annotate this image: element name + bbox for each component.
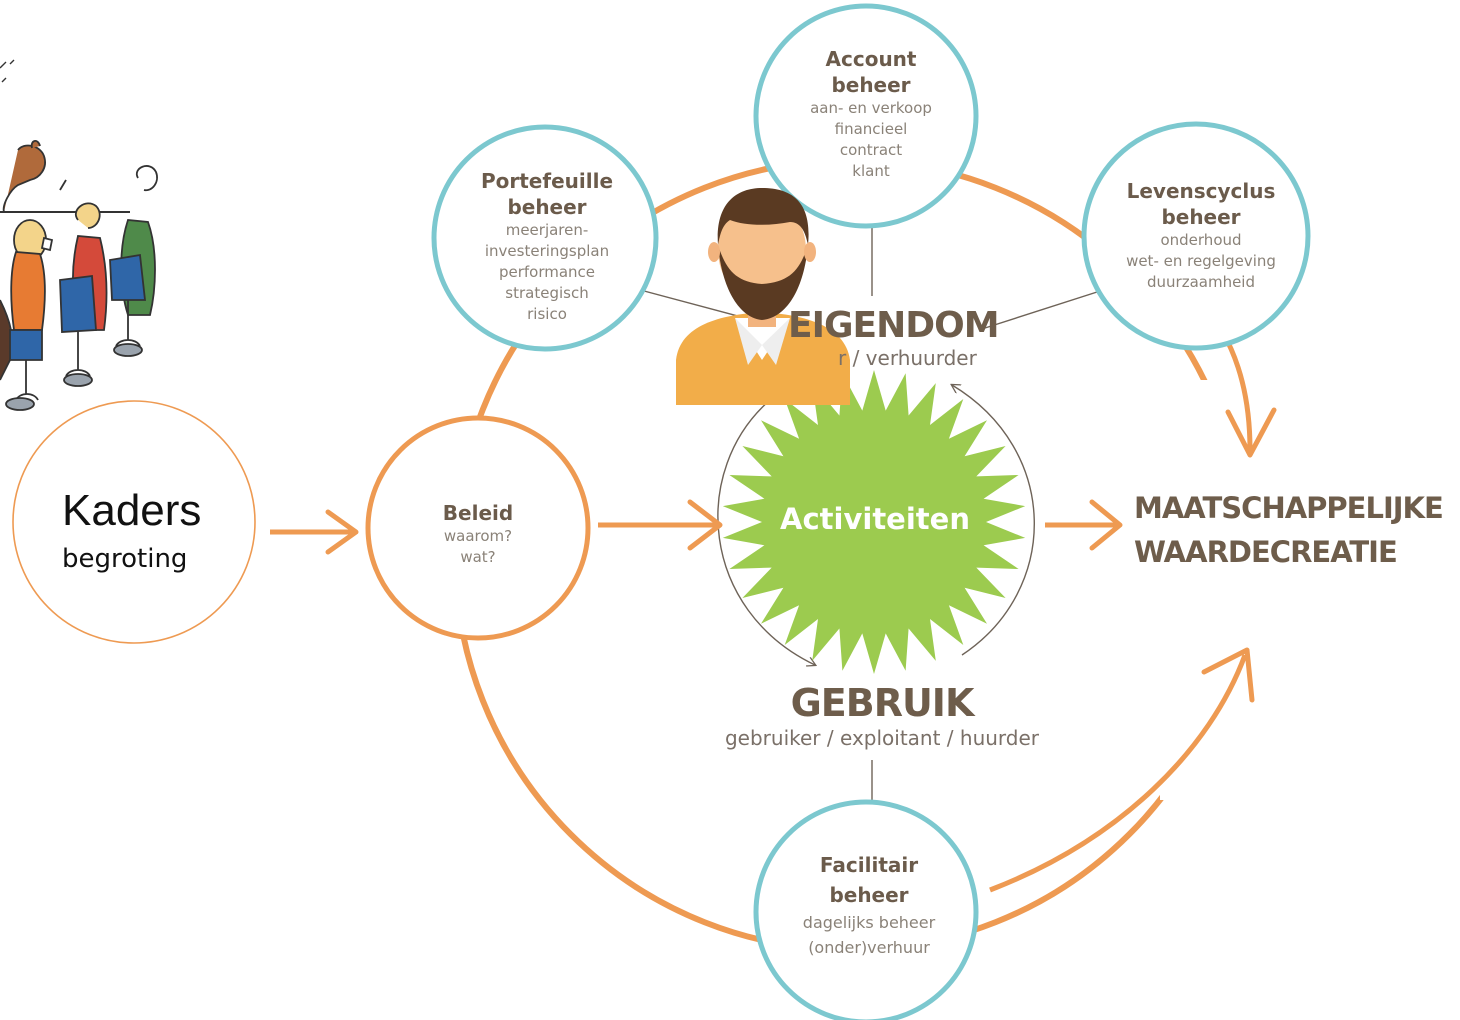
beleid-circle: [365, 415, 591, 641]
portefeuille-line-2: investeringsplan: [484, 242, 610, 260]
levenscyclus-line-3: duurzaamheid: [1147, 273, 1255, 291]
activiteiten-starburst: [722, 370, 1026, 674]
kaders-title: Kaders: [62, 486, 202, 535]
facilitair-line-1: dagelijks beheer: [802, 913, 936, 932]
portefeuille-line-5: risico: [527, 305, 567, 323]
person-icon: [676, 188, 850, 405]
portefeuille-line-3: performance: [498, 263, 596, 281]
facilitair-label: Facilitair beheer dagelijks beheer (onde…: [781, 850, 957, 960]
account-line-3: contract: [839, 141, 903, 159]
arrow-ring-top-outcome-head: [1225, 407, 1277, 458]
cycle-arrow-left: [717, 399, 815, 665]
gebruik-subtitle: gebruiker / exploitant / huurder: [724, 726, 1040, 750]
portefeuille-title-1: Portefeuille: [480, 169, 614, 193]
portefeuille-line-4: strategisch: [505, 284, 589, 302]
kaders-subtitle: begroting: [62, 544, 188, 574]
arrow-ring-bottom-outcome-head: [1201, 647, 1255, 703]
beleid-line-2: wat?: [460, 548, 496, 566]
arrow-beleid-activiteiten-head: [687, 499, 723, 551]
portefeuille-line-1: meerjaren-: [505, 221, 589, 239]
account-label: Account beheer aan- en verkoop financiee…: [786, 46, 956, 182]
meeting-cartoon: [0, 59, 158, 411]
levenscyclus-circle: [1081, 121, 1311, 351]
kaders-circle: [12, 400, 256, 644]
levenscyclus-title-1: Levenscyclus: [1126, 179, 1276, 203]
portefeuille-title-2: beheer: [507, 195, 587, 219]
facilitair-title-1: Facilitair: [819, 853, 919, 877]
account-circle: [753, 3, 979, 229]
eigendom-subtitle: r / verhuurder: [838, 346, 977, 370]
levenscyclus-title-2: beheer: [1161, 205, 1241, 229]
account-title-1: Account: [825, 47, 917, 71]
facilitair-title-2: beheer: [829, 883, 909, 907]
outcome-line-2: WAARDECREATIE: [1134, 535, 1398, 569]
account-line-1: aan- en verkoop: [810, 99, 932, 117]
portefeuille-label: Portefeuille beheer meerjaren- investeri…: [462, 168, 632, 325]
ring-gap-mask-left: [410, 360, 450, 430]
beleid-title: Beleid: [442, 501, 514, 525]
outcome-line-1: MAATSCHAPPELIJKE: [1134, 491, 1444, 525]
arrow-ring-bottom-outcome: [989, 654, 1248, 893]
arrow-activiteiten-outcome-head: [1089, 499, 1123, 551]
levenscyclus-line-1: onderhoud: [1160, 231, 1242, 249]
account-title-2: beheer: [831, 73, 911, 97]
activiteiten-label: Activiteiten: [780, 502, 970, 536]
cycle-arrow-right: [952, 385, 1035, 656]
portefeuille-circle: [431, 124, 659, 352]
levenscyclus-label: Levenscyclus beheer onderhoud wet- en re…: [1106, 178, 1296, 293]
gebruik-title: GEBRUIK: [790, 681, 975, 725]
beleid-line-1: waarom?: [443, 527, 513, 545]
account-line-2: financieel: [834, 120, 908, 138]
beleid-label: Beleid waarom? wat?: [418, 500, 538, 568]
ring-gap-mask: [1160, 380, 1290, 800]
facilitair-line-2: (onder)verhuur: [808, 938, 930, 957]
account-line-4: klant: [852, 162, 890, 180]
eigendom-title: EIGENDOM: [788, 305, 1000, 346]
arrow-kaders-beleid-head: [325, 509, 359, 555]
facilitair-circle: [753, 799, 979, 1020]
levenscyclus-line-2: wet- en regelgeving: [1126, 252, 1276, 270]
